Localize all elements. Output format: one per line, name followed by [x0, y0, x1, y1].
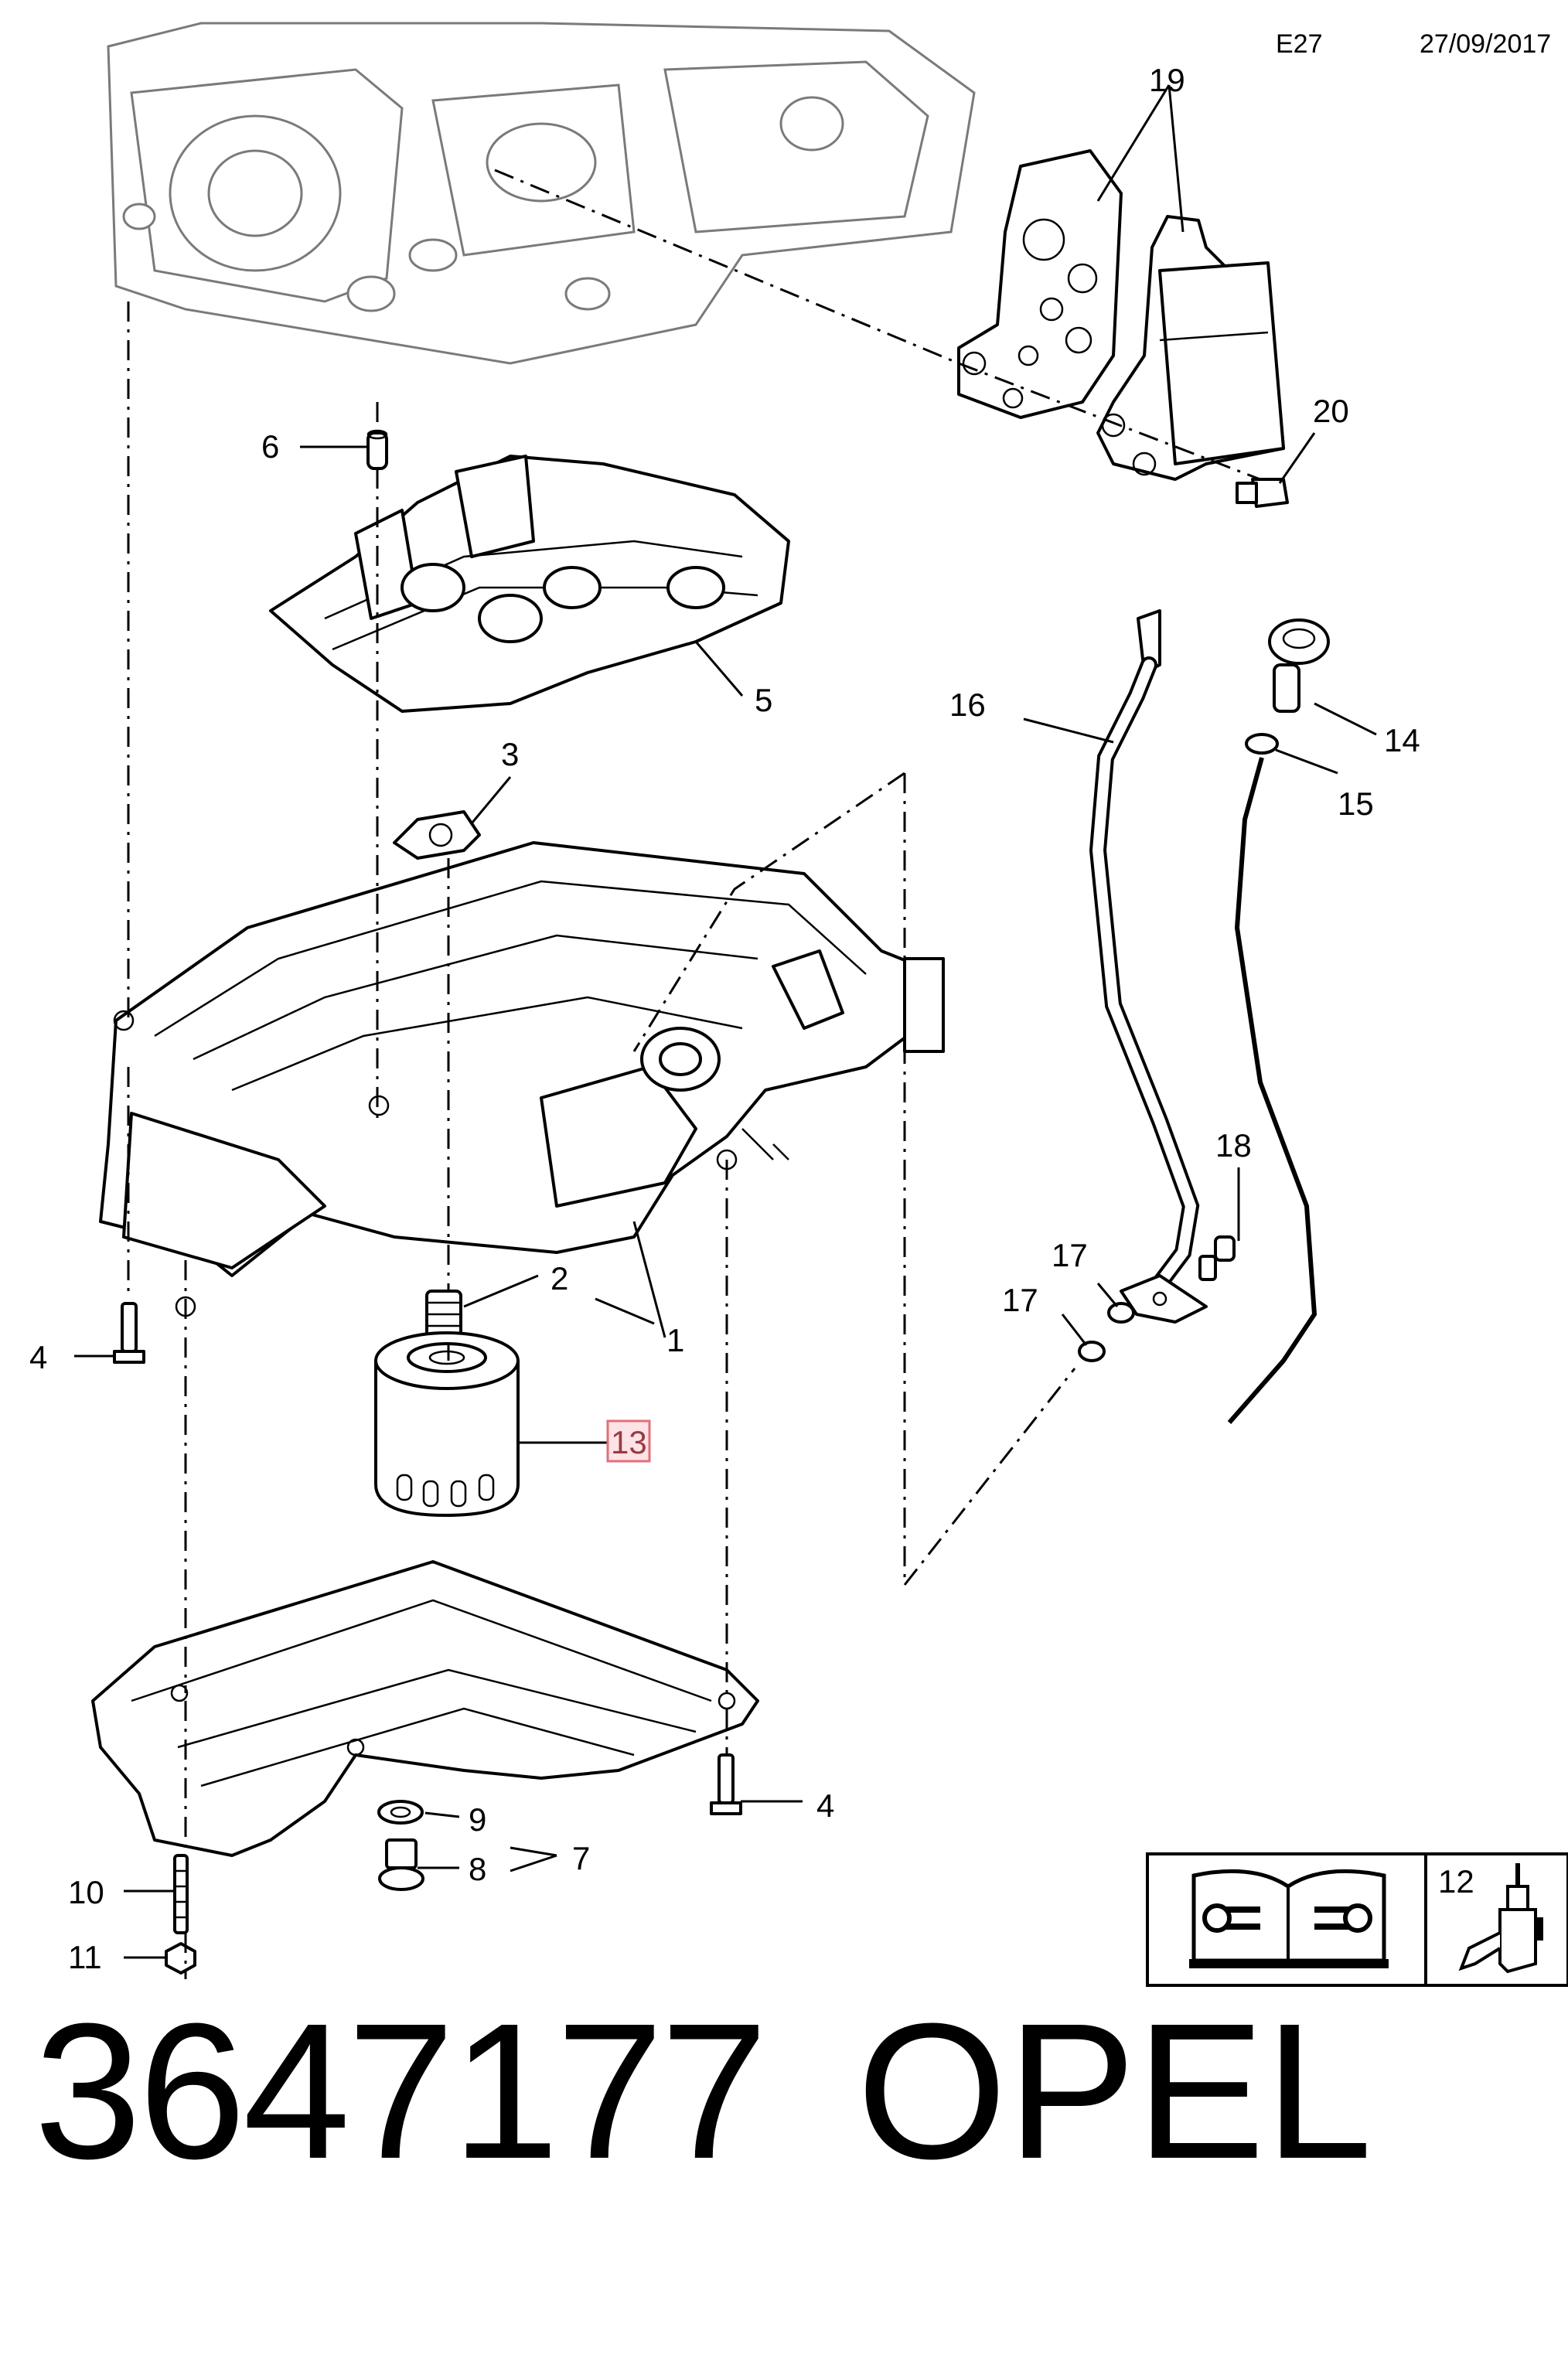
- part-number: 3647177: [34, 1983, 768, 2199]
- callout-20: 20: [1313, 393, 1349, 429]
- service-manual-wrench-icon: [1189, 1869, 1389, 1968]
- callout-4-lower: 4: [816, 1787, 834, 1824]
- dipstick-rod: [1227, 757, 1317, 1424]
- callout-7: 7: [572, 1840, 590, 1876]
- callout-11: 11: [68, 1939, 102, 1975]
- callout-14: 14: [1384, 722, 1420, 758]
- callout-9: 9: [469, 1801, 486, 1838]
- callout-5: 5: [755, 682, 772, 718]
- lower-oil-pan: [91, 1560, 759, 1857]
- pan-bolt-lower: [710, 1753, 742, 1815]
- callout-15: 15: [1338, 785, 1374, 822]
- oil-filter: [374, 1331, 520, 1517]
- dipstick-o-ring: [1245, 733, 1279, 755]
- callout-12: 12: [1438, 1863, 1474, 1900]
- assembly-lines: [127, 169, 1261, 1979]
- callout-8: 8: [469, 1851, 486, 1887]
- callout-17-upper: 17: [1052, 1237, 1088, 1273]
- brand-name: OPEL: [857, 1983, 1372, 2199]
- highlighted-callout-13[interactable]: 13: [606, 1419, 651, 1463]
- callout-2: 2: [551, 1260, 568, 1297]
- upper-oil-pan: [99, 841, 945, 1317]
- tube-washer-upper: [1107, 1302, 1135, 1324]
- callout-6: 6: [261, 428, 279, 465]
- callout-4-upper: 4: [29, 1339, 47, 1375]
- callout-17-lower: 17: [1002, 1282, 1038, 1318]
- callouts: 19 20 6 5 3 16 14 15 18 17 17 2 1 4 4 9 …: [29, 62, 1420, 1975]
- callout-13: 13: [611, 1424, 647, 1460]
- drain-plug: [378, 1838, 424, 1891]
- oil-baffle: [269, 455, 790, 713]
- dipstick-tube: [1089, 609, 1208, 1324]
- dowel-sleeve: [366, 429, 388, 470]
- callout-19: 19: [1149, 62, 1185, 98]
- small-gasket: [393, 810, 481, 860]
- oil-cooler-bolt: [1236, 478, 1289, 508]
- leader-lines: [74, 84, 1377, 1959]
- drain-washer: [377, 1800, 424, 1825]
- oil-cooler-gasket: [957, 149, 1123, 419]
- callout-1: 1: [666, 1322, 684, 1358]
- section-code: E27: [1276, 29, 1323, 59]
- callout-10: 10: [68, 1874, 104, 1910]
- callout-16: 16: [949, 687, 986, 723]
- tube-bolt: [1198, 1235, 1236, 1281]
- diagram-date: 27/09/2017: [1420, 29, 1552, 59]
- oil-cooler: [1096, 215, 1285, 481]
- dipstick-handle: [1268, 618, 1330, 713]
- stud: [173, 1854, 189, 1934]
- stud-nut: [165, 1942, 196, 1975]
- sealant-tube-icon: [1458, 1863, 1543, 1974]
- tube-washer-lower: [1078, 1341, 1106, 1362]
- callout-3: 3: [501, 736, 519, 772]
- callout-18: 18: [1215, 1127, 1252, 1164]
- legend-box: 12: [1146, 1852, 1568, 1987]
- pan-bolt-upper: [113, 1302, 145, 1364]
- engine-block: [107, 22, 976, 365]
